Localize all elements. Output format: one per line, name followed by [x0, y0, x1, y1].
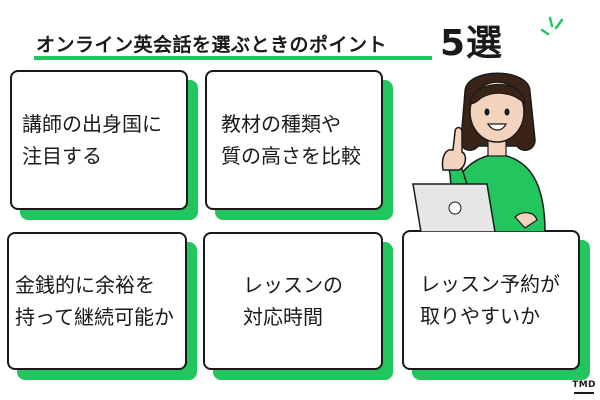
point-text: 講師の出身国に 注目する: [22, 112, 162, 168]
page-title: オンライン英会話を選ぶときのポイント: [36, 34, 388, 56]
logo-text: TMD: [572, 380, 596, 390]
title-underline: [34, 56, 432, 60]
header: オンライン英会話を選ぶときのポイント 5選: [0, 14, 600, 66]
sparkle-icon: [540, 16, 564, 36]
point-text: レッスンの 対応時間: [243, 273, 343, 329]
point-text: 金銭的に余裕を 持って継続可能か: [15, 273, 174, 329]
pointing-hand: [441, 126, 467, 171]
resting-hand: [514, 212, 538, 229]
laptop-icon: [412, 183, 496, 232]
point-card-3: 金銭的に余裕を 持って継続可能か: [7, 232, 187, 370]
right-eye: [504, 108, 510, 116]
hair-fringe: [469, 83, 526, 106]
point-text: 教材の種類や 質の高さを比較: [221, 112, 361, 168]
brand-logo: TMD: [572, 380, 596, 396]
count-label: 5選: [440, 23, 504, 64]
point-card-4: レッスンの 対応時間: [203, 232, 383, 370]
point-card-1: 講師の出身国に 注目する: [10, 70, 188, 210]
woman-illustration: [412, 72, 546, 232]
point-text: レッスン予約が 取りやすいか: [420, 272, 560, 328]
left-eye: [484, 108, 490, 116]
point-card-2: 教材の種類や 質の高さを比較: [205, 70, 383, 210]
logo-underline: [574, 392, 594, 394]
point-card-5: レッスン予約が 取りやすいか: [402, 230, 580, 370]
smile: [486, 123, 507, 131]
